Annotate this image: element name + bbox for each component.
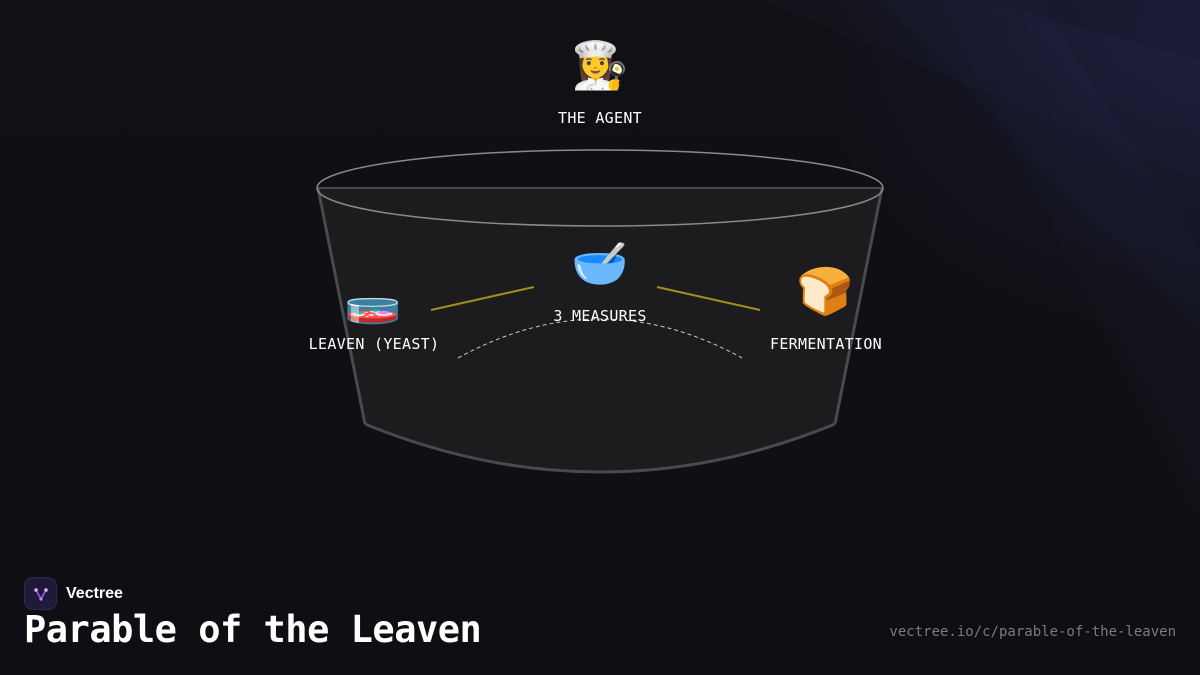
fermentation-arc: [457, 318, 743, 359]
source-url[interactable]: vectree.io/c/parable-of-the-leaven: [889, 624, 1176, 640]
brand[interactable]: Vectree: [24, 577, 123, 610]
petri-dish-icon: 🧫: [344, 272, 402, 326]
leaven-label: LEAVEN (YEAST): [308, 335, 440, 353]
bowl-side-left: [316, 187, 367, 425]
agent-label: THE AGENT: [558, 109, 642, 127]
measures-label: 3 MEASURES: [553, 307, 647, 325]
bowl-bottom: [364, 422, 836, 474]
brand-name: Vectree: [66, 584, 123, 602]
woman-cook-icon: 👩‍🍳: [571, 38, 629, 92]
fermentation-label: FERMENTATION: [770, 335, 882, 353]
connector-leaven-measures: [430, 286, 535, 311]
vectree-logo-icon: [24, 577, 57, 610]
bowl-rim: [316, 149, 884, 227]
bowl-side-right: [833, 187, 884, 425]
bread-icon: 🍞: [796, 264, 854, 318]
bowl-body: [318, 188, 882, 472]
connector-measures-fermentation: [656, 286, 761, 311]
page-title: Parable of the Leaven: [24, 608, 482, 651]
bowl-with-spoon-icon: 🥣: [571, 236, 629, 290]
